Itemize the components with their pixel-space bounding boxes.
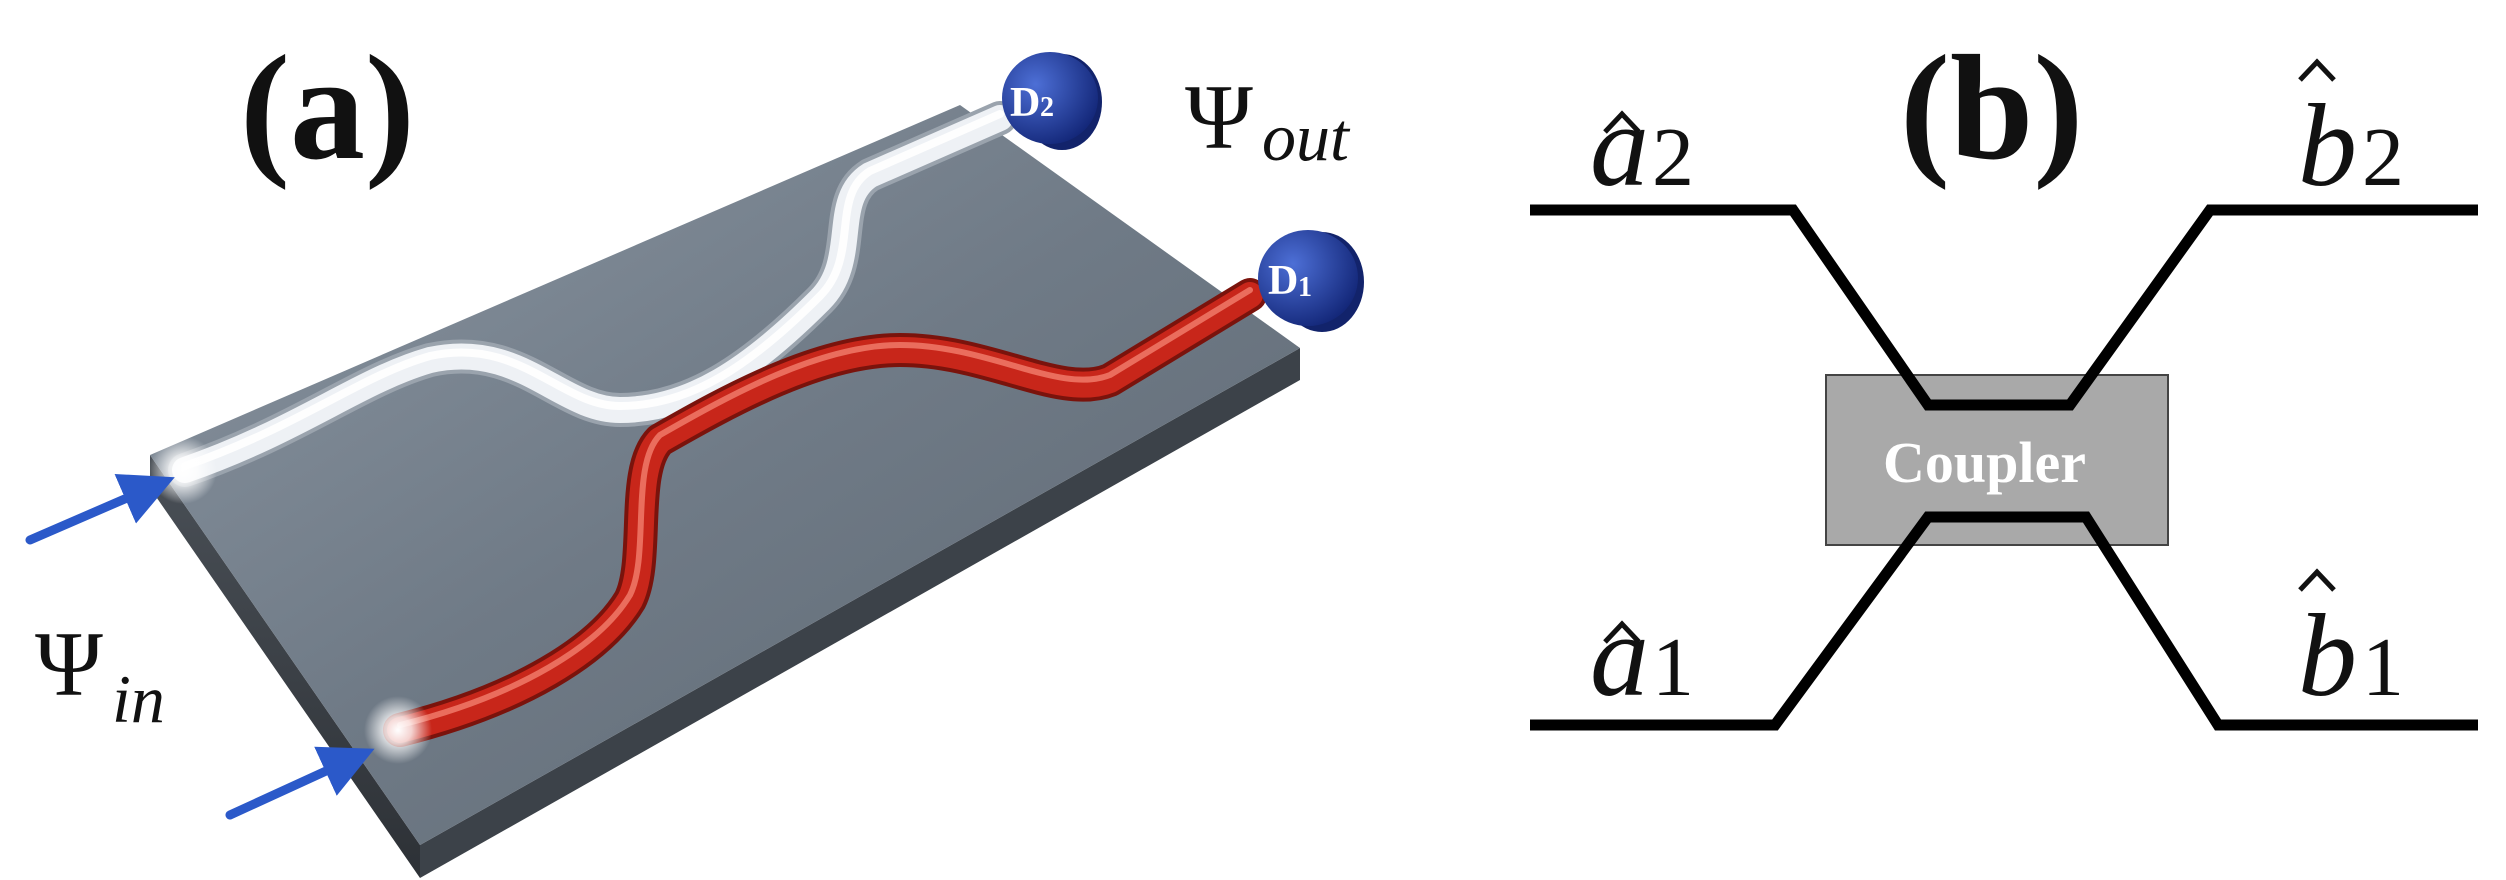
waveguide-lower xyxy=(383,278,1267,747)
psi-out-subscript: out xyxy=(1262,99,1351,175)
waveguide-line-top xyxy=(1530,204,2478,411)
detector-d1-letter: D xyxy=(1268,258,1298,304)
port-b2-symbol: b xyxy=(2298,80,2357,211)
port-b2: b 2 xyxy=(2298,58,2404,211)
detector-d2-letter: D xyxy=(1010,80,1040,126)
port-a2-hat xyxy=(1603,110,1641,134)
port-b1-index: 1 xyxy=(2362,621,2404,714)
input-glow-lower xyxy=(364,696,432,764)
detector-d1-index: 1 xyxy=(1298,272,1312,303)
coupler-label: Coupler xyxy=(1883,430,2086,495)
detector-d1: D 1 xyxy=(1258,230,1364,332)
detector-d2-index: 2 xyxy=(1040,92,1054,123)
psi-in-symbol: Ψ xyxy=(35,613,103,715)
input-arrow-upper xyxy=(25,473,175,545)
port-a1: a 1 xyxy=(1590,590,1694,721)
port-b1: b 1 xyxy=(2298,568,2404,721)
input-glow-upper xyxy=(149,436,217,504)
input-arrow-lower xyxy=(225,746,375,820)
psi-in-label: Ψ in xyxy=(35,613,165,737)
waveguide-upper xyxy=(168,101,1017,487)
port-a1-hat xyxy=(1603,620,1641,644)
port-b1-symbol: b xyxy=(2298,590,2357,721)
port-a1-symbol: a xyxy=(1590,590,1649,721)
panel-b: (b) Coupler a 2 a 1 b 2 b 1 xyxy=(1530,25,2478,731)
chip-side-right xyxy=(420,348,1300,878)
port-a2-index: 2 xyxy=(1652,111,1694,204)
detector-d2: D 2 xyxy=(1002,52,1102,150)
waveguide-line-bottom xyxy=(1530,511,2478,731)
port-a1-index: 1 xyxy=(1652,621,1694,714)
port-a2-symbol: a xyxy=(1590,80,1649,211)
psi-in-subscript: in xyxy=(112,661,165,737)
chip-top-surface xyxy=(150,105,1300,845)
psi-out-label: Ψ out xyxy=(1185,66,1351,175)
port-b1-hat xyxy=(2298,568,2336,592)
panel-a: (a) D 2 xyxy=(25,25,1364,878)
port-b2-index: 2 xyxy=(2362,111,2404,204)
port-a2: a 2 xyxy=(1590,80,1694,211)
port-b2-hat xyxy=(2298,58,2336,82)
psi-out-symbol: Ψ xyxy=(1185,66,1253,168)
photonic-chip xyxy=(150,105,1300,878)
panel-a-label: (a) xyxy=(240,25,415,191)
panel-b-label: (b) xyxy=(1900,25,2083,191)
